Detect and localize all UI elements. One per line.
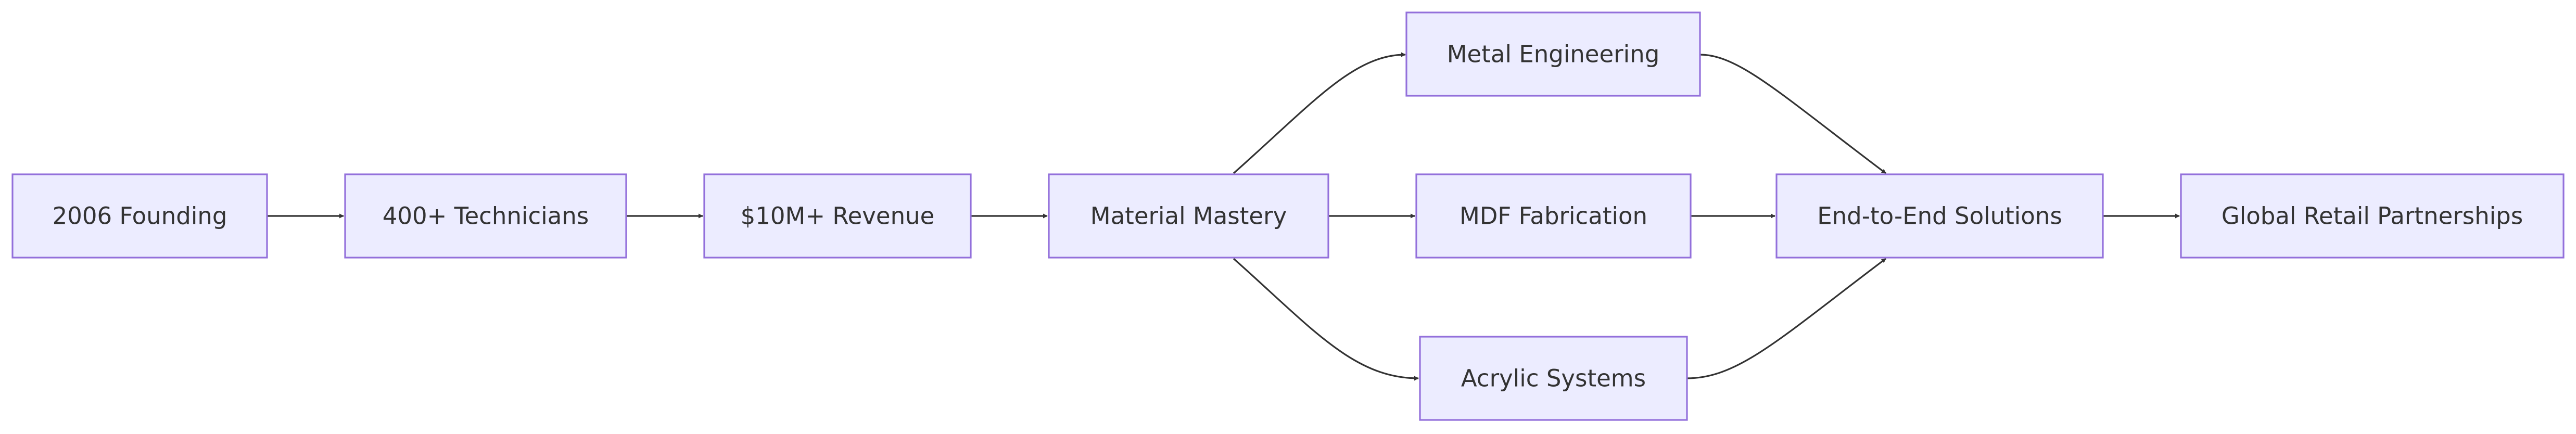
node-acrylic-systems: Acrylic Systems <box>1419 336 1688 421</box>
edge-acrylic-systems-to-end-to-end <box>1686 258 1886 379</box>
node-end-to-end-solutions: End-to-End Solutions <box>1775 173 2104 259</box>
edge-material-mastery-to-metal-engineering <box>1233 52 1406 174</box>
node-global-retail-partnerships: Global Retail Partnerships <box>2180 173 2565 259</box>
edge-material-mastery-to-acrylic-systems <box>1233 258 1419 381</box>
node-10m-revenue: $10M+ Revenue <box>703 173 972 259</box>
node-label-10m-revenue: $10M+ Revenue <box>741 202 935 230</box>
node-label-global-retail-partnerships: Global Retail Partnerships <box>2222 202 2523 230</box>
node-2006-founding: 2006 Founding <box>11 173 268 259</box>
node-label-2006-founding: 2006 Founding <box>53 202 227 230</box>
edge-metal-engineering-to-end-to-end <box>1699 54 1886 174</box>
node-material-mastery: Material Mastery <box>1048 173 1329 259</box>
node-label-metal-engineering: Metal Engineering <box>1447 41 1660 68</box>
node-label-mdf-fabrication: MDF Fabrication <box>1460 202 1647 230</box>
node-label-material-mastery: Material Mastery <box>1090 202 1287 230</box>
node-metal-engineering: Metal Engineering <box>1405 11 1701 97</box>
node-400-technicians: 400+ Technicians <box>344 173 627 259</box>
node-mdf-fabrication: MDF Fabrication <box>1415 173 1692 259</box>
edges <box>267 52 2180 381</box>
node-label-acrylic-systems: Acrylic Systems <box>1461 365 1646 392</box>
node-label-end-to-end-solutions: End-to-End Solutions <box>1817 202 2062 230</box>
node-label-400-technicians: 400+ Technicians <box>383 202 589 230</box>
